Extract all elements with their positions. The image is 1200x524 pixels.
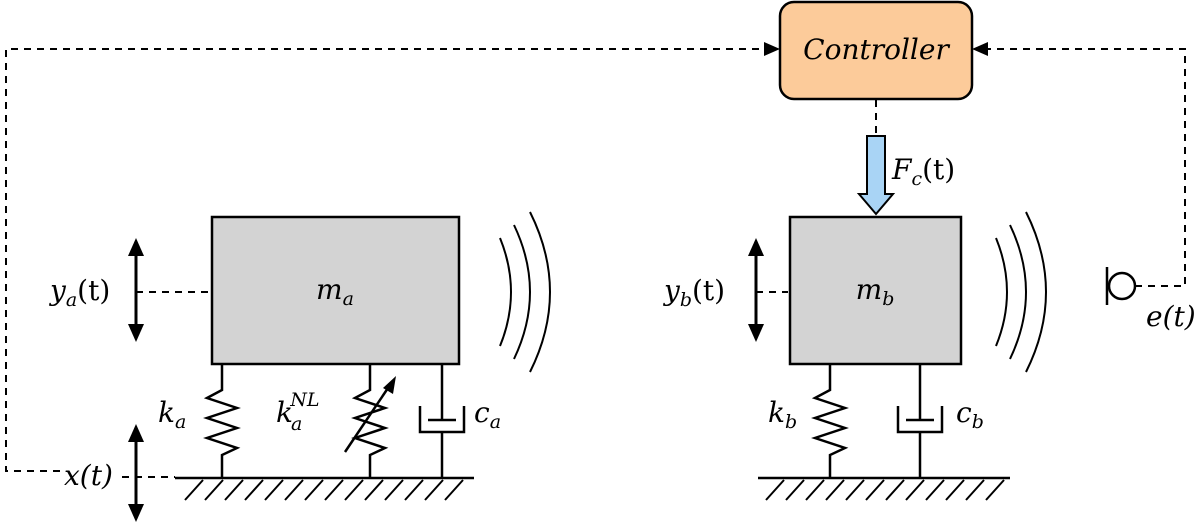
vibration-arcs-a — [499, 211, 551, 373]
displacement-a-label: ya(t) — [48, 274, 110, 311]
controller-box — [778, 0, 974, 101]
damper-a — [418, 364, 466, 478]
nonlinear-indicator-arrow — [343, 387, 390, 453]
signal-line-e-to-controller — [984, 48, 1186, 287]
signal-line-x-to-controller — [5, 48, 770, 472]
mass-b-label: mb — [856, 273, 895, 310]
spring-a — [203, 364, 241, 478]
mass-a-block — [210, 215, 461, 366]
damper-a-label: ca — [474, 396, 501, 433]
spring-nonlinear-label: kaNL — [276, 389, 320, 435]
damper-b-label: cb — [956, 396, 984, 433]
controller-label: Controller — [803, 33, 950, 66]
spring-b — [811, 364, 849, 478]
displacement-b-arrow — [748, 238, 764, 342]
control-force-label: Fc(t) — [891, 153, 955, 190]
ground-b — [758, 476, 1010, 501]
ground-a — [175, 476, 474, 501]
arrow-into-controller-left — [764, 42, 780, 56]
spring-a-label: ka — [158, 396, 186, 433]
displacement-a-arrow — [128, 238, 144, 342]
mass-b-block — [788, 215, 963, 366]
damper-b — [896, 364, 944, 478]
arrow-into-controller-right — [972, 42, 988, 56]
base-excitation-arrow — [128, 424, 144, 522]
nonlinear-indicator-head — [383, 376, 396, 394]
vibration-arcs-b — [995, 211, 1047, 373]
spring-nonlinear — [351, 364, 389, 478]
spring-b-label: kb — [768, 396, 797, 433]
control-force-arrow — [856, 135, 896, 216]
error-signal-label: e(t) — [1146, 300, 1196, 333]
displacement-b-label: yb(t) — [662, 274, 725, 311]
controller-block: Controller — [778, 0, 974, 101]
error-sensor-icon — [1105, 267, 1137, 305]
base-excitation-label: x(t) — [64, 459, 113, 492]
mass-a-label: ma — [316, 273, 354, 310]
